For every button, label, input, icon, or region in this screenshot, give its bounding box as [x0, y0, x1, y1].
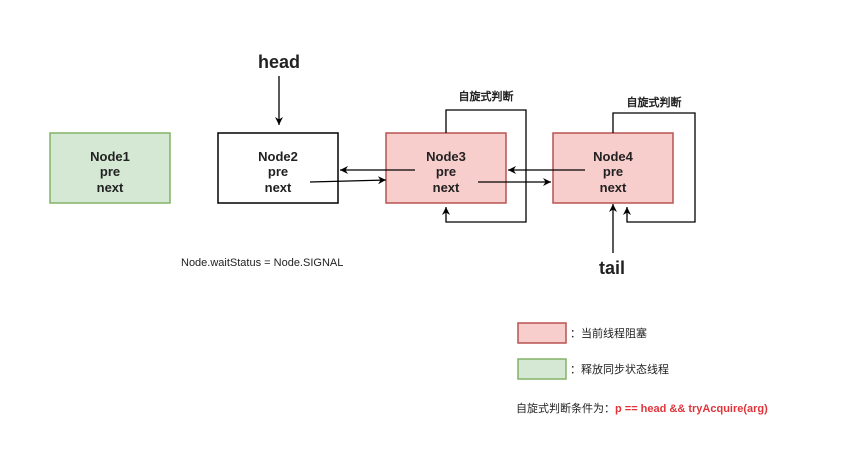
node2-next-arrow	[309, 176, 387, 185]
node2: Node2 pre next	[217, 132, 339, 204]
node3-spin-loop: 自旋式判断	[442, 89, 527, 223]
legend-blocked-text: ：当前线程阻塞	[570, 326, 647, 340]
node4-pre: pre	[603, 164, 623, 179]
node2-pre: pre	[268, 164, 288, 179]
condition-expr: p == head && tryAcquire(arg)	[615, 403, 768, 415]
node3-pre: pre	[436, 164, 456, 179]
tail-label: tail	[599, 258, 625, 278]
node4-next: next	[600, 180, 627, 195]
legend-released-text: ：释放同步状态线程	[570, 362, 669, 376]
node4-name: Node4	[593, 149, 634, 164]
wait-status-text: Node.waitStatus = Node.SIGNAL	[181, 257, 343, 269]
head-label: head	[258, 52, 300, 72]
node1-next: next	[97, 180, 124, 195]
node2-name: Node2	[258, 149, 298, 164]
node3: Node3 pre next	[385, 132, 507, 204]
legend-red-swatch	[517, 322, 567, 344]
node3-next: next	[433, 180, 460, 195]
condition-prefix: 自旋式判断条件为：	[516, 401, 615, 415]
node3-spin-label: 自旋式判断	[459, 89, 514, 103]
node4: Node4 pre next	[552, 132, 674, 204]
legend: ：当前线程阻塞 ：释放同步状态线程	[517, 322, 669, 380]
node2-box	[217, 132, 339, 204]
node4-box	[552, 132, 674, 204]
condition-text: 自旋式判断条件为：p == head && tryAcquire(arg)	[516, 401, 768, 415]
node4-spin-loop: 自旋式判断	[612, 95, 696, 223]
node1-box	[49, 132, 171, 204]
node1: Node1 pre next	[49, 132, 171, 204]
legend-green-swatch	[517, 358, 567, 380]
node1-pre: pre	[100, 164, 120, 179]
node2-next: next	[265, 180, 292, 195]
node1-name: Node1	[90, 149, 130, 164]
node4-spin-label: 自旋式判断	[627, 95, 682, 109]
node3-name: Node3	[426, 149, 466, 164]
